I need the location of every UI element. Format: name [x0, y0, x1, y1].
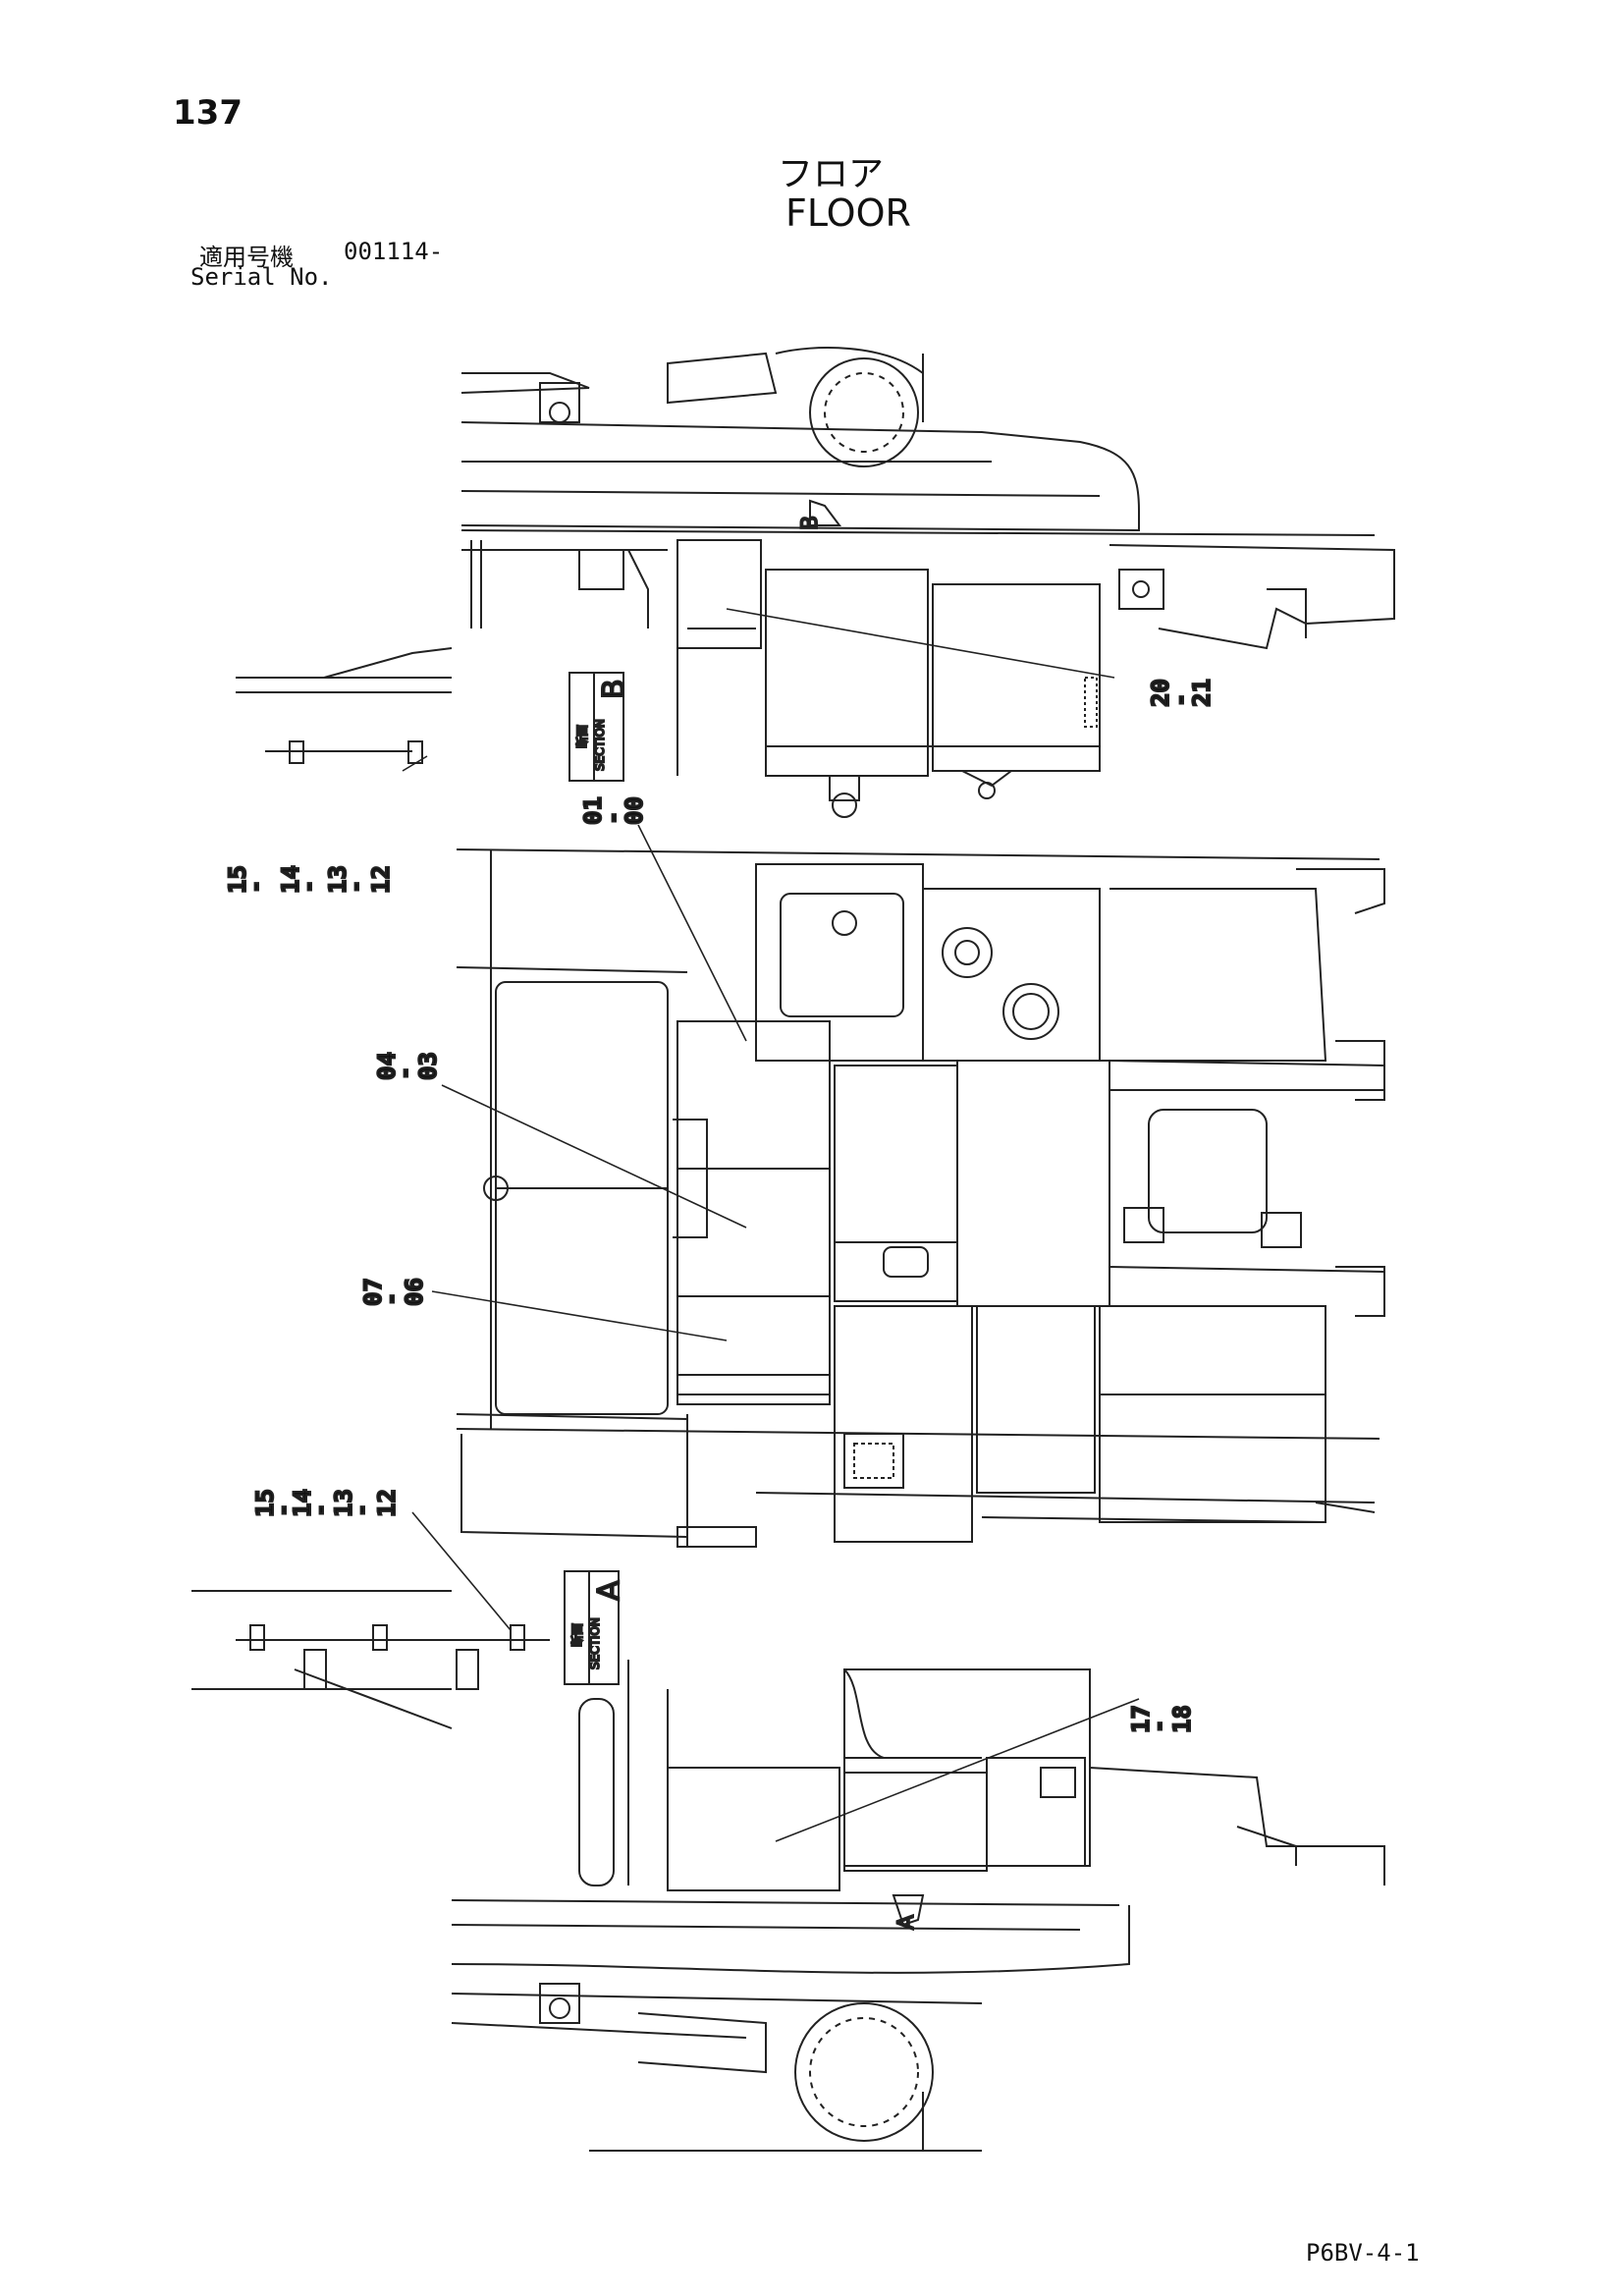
svg-text:-: - — [269, 1503, 297, 1517]
callout-07-06: 07 - 06 — [358, 1277, 429, 1307]
title-english: FLOOR — [785, 191, 911, 235]
callout-15b: 15 — [251, 1489, 279, 1517]
svg-text:-: - — [599, 811, 626, 825]
callout-20: 20 — [1147, 679, 1174, 707]
callout-21: 21 — [1188, 679, 1216, 707]
callout-04-03: 04 - 03 — [372, 1051, 443, 1081]
svg-text:-: - — [295, 880, 322, 894]
callout-12: 12 — [367, 865, 395, 894]
view-marker-b: B — [798, 516, 823, 530]
section-a-label: A 断面 SECTION — [564, 1570, 627, 1685]
callout-03: 03 — [414, 1052, 442, 1080]
callout-12b: 12 — [373, 1489, 401, 1517]
view-marker-a: A — [894, 1915, 919, 1930]
section-a-ja: 断面 — [569, 1623, 584, 1647]
page-number: 137 — [173, 93, 243, 133]
leader-lines — [402, 608, 1140, 1842]
serial-label-japanese: 適用号機 — [199, 244, 294, 271]
svg-text:-: - — [342, 880, 369, 894]
callout-18: 18 — [1168, 1705, 1196, 1733]
svg-text:-: - — [391, 1066, 418, 1080]
callout-00: 00 — [621, 796, 648, 825]
svg-text:-: - — [306, 1503, 334, 1517]
detail-bottom-left — [191, 1590, 550, 1729]
callout-04: 04 — [373, 1052, 401, 1080]
callout-01-00: 01 - 00 — [578, 795, 649, 826]
section-a-en: SECTION — [588, 1617, 602, 1669]
callout-17-18: 17 - 18 — [1126, 1704, 1197, 1734]
callout-13: 13 — [324, 865, 352, 894]
callout-20-21: 20 - 21 — [1146, 678, 1217, 708]
section-a-letter: A — [592, 1580, 626, 1601]
section-b-label: B 断面 SECTION — [568, 672, 632, 782]
callout-15-12-top: 15 - 14 - 13 - 12 — [223, 864, 396, 895]
callout-07: 07 — [359, 1278, 387, 1306]
detail-top-left — [236, 647, 453, 764]
callout-14: 14 — [277, 865, 304, 894]
section-b-ja: 断面 — [574, 725, 589, 748]
svg-text:-: - — [242, 880, 269, 894]
callout-06: 06 — [401, 1278, 428, 1306]
section-b-letter: B — [597, 679, 631, 699]
callout-15: 15 — [224, 865, 251, 894]
callout-dash: - — [1166, 693, 1194, 707]
title-japanese: フロア — [778, 154, 885, 194]
upper-frame-bottom — [451, 1660, 1385, 2152]
svg-text:-: - — [377, 1292, 405, 1306]
callout-15-12-bottom: 15 - 14 - 13 - 12 — [250, 1488, 402, 1518]
main-frame — [456, 848, 1385, 1548]
callout-17: 17 — [1127, 1705, 1155, 1733]
serial-label-english: Serial No. — [190, 263, 333, 291]
document-code: P6BV-4-1 — [1306, 2239, 1420, 2267]
callout-13b: 13 — [330, 1489, 357, 1517]
svg-text:-: - — [1145, 1720, 1172, 1733]
serial-number-value: 001114- — [344, 238, 444, 265]
upper-frame-top — [460, 347, 1395, 818]
svg-text:-: - — [348, 1503, 375, 1517]
callout-14b: 14 — [289, 1489, 316, 1517]
section-b-en: SECTION — [593, 719, 607, 771]
callout-01: 01 — [579, 796, 607, 825]
